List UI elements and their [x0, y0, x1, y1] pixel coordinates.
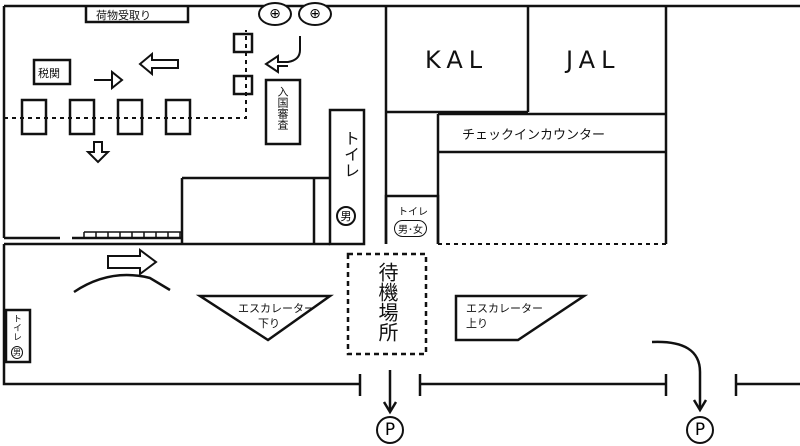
waiting-area-box: [346, 252, 428, 356]
parking-icon: P: [686, 416, 714, 444]
toilet-label: トイレ: [341, 130, 360, 178]
baggage-claim-label: 荷物受取り: [96, 9, 151, 22]
escalator-up-label: エスカレーター: [466, 302, 543, 315]
male-toilet-icon: 男: [336, 206, 356, 226]
toilet-label-left: トイレ: [11, 314, 21, 341]
parking-icon: P: [376, 416, 404, 444]
revolving-door-icon: ⊕: [258, 2, 292, 26]
escalator-down-label: エスカレーター: [238, 302, 315, 315]
male-toilet-icon: 男: [11, 346, 23, 359]
waiting-area-label: 待機場所: [375, 262, 399, 342]
revolving-door-icon: ⊕: [298, 2, 332, 26]
customs-label: 税関: [38, 67, 60, 80]
arrow-icon: [85, 36, 301, 276]
airline-counter-kal: KAL: [425, 46, 489, 74]
exit-arrows: [382, 340, 708, 415]
toilet-label-small: トイレ: [398, 207, 428, 218]
checkin-counter-label: チェックインカウンター: [462, 128, 606, 143]
escalator-up-direction: 上り: [466, 317, 488, 330]
escalator-down-direction: 下り: [258, 317, 280, 330]
unisex-toilet-icon: 男･女: [394, 220, 427, 237]
airline-counter-jal: JAL: [566, 46, 621, 74]
immigration-label: 入国審査: [276, 86, 289, 130]
